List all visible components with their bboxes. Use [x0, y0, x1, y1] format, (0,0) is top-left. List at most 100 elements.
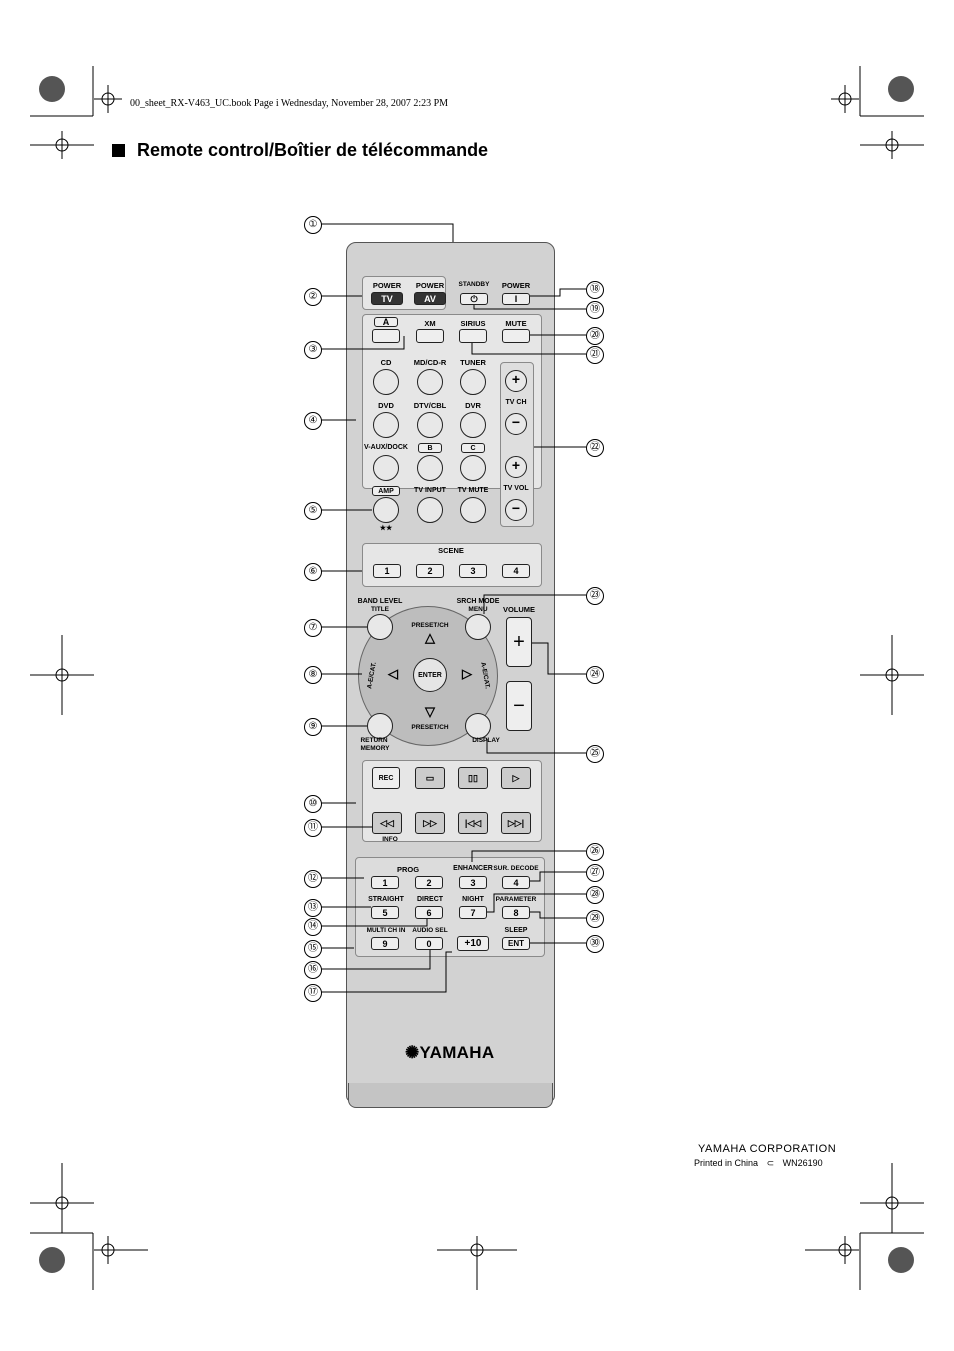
- rewind-button[interactable]: ◁◁: [372, 812, 402, 834]
- display-button[interactable]: [465, 713, 491, 739]
- callout-25: ㉕: [586, 745, 604, 763]
- return-button[interactable]: [367, 713, 393, 739]
- callout-3: ③: [304, 341, 322, 359]
- callout-7: ⑦: [304, 619, 322, 637]
- tv-vol-minus-icon: −: [511, 500, 521, 516]
- power-tv-label: POWER: [372, 281, 402, 290]
- memory-label: MEMORY: [360, 745, 390, 752]
- ent-button[interactable]: ENT: [502, 937, 530, 950]
- dtvcbl-button[interactable]: [417, 412, 443, 438]
- tv-ch-minus-button[interactable]: [505, 413, 527, 435]
- callout-12: ⑫: [304, 870, 322, 888]
- mute-button[interactable]: [502, 329, 530, 343]
- sur-decode-label: SUR. DECODE: [493, 865, 539, 872]
- tv-input-button[interactable]: [417, 497, 443, 523]
- tv-vol-plus-button[interactable]: [505, 456, 527, 478]
- tv-vol-minus-button[interactable]: [505, 499, 527, 521]
- num-7-button[interactable]: 7: [459, 906, 487, 919]
- power-av-button[interactable]: AV: [414, 292, 446, 305]
- callout-2: ②: [304, 288, 322, 306]
- dvr-label: DVR: [465, 401, 481, 410]
- num-8-button[interactable]: 8: [502, 906, 530, 919]
- callout-18: ⑱: [586, 281, 604, 299]
- dvd-button[interactable]: [373, 412, 399, 438]
- enter-button[interactable]: ENTER: [413, 658, 447, 692]
- standby-label: STANDBY: [458, 281, 490, 288]
- volume-up-button[interactable]: +: [506, 617, 532, 667]
- recycle-icon: ⊂: [766, 1158, 775, 1168]
- num-9-button[interactable]: 9: [371, 937, 399, 950]
- scene-1-button[interactable]: 1: [373, 564, 401, 578]
- vaux-label: V-AUX/DOCK: [364, 444, 408, 451]
- callout-24: ㉔: [586, 666, 604, 684]
- tv-mute-button[interactable]: [460, 497, 486, 523]
- band-level-label: BAND LEVEL: [357, 598, 403, 605]
- xm-button[interactable]: [416, 329, 444, 343]
- num-2-button[interactable]: 2: [415, 876, 443, 889]
- c-button[interactable]: [460, 455, 486, 481]
- srch-mode-button[interactable]: [465, 614, 491, 640]
- skip-back-button[interactable]: |◁◁: [458, 812, 488, 834]
- volume-down-button[interactable]: −: [506, 681, 532, 731]
- down-arrow-icon: ▽: [425, 704, 435, 719]
- vaux-button[interactable]: [373, 455, 399, 481]
- callout-23: ㉓: [586, 587, 604, 605]
- xm-label: XM: [424, 319, 436, 328]
- yamaha-logo: ✺YAMAHA: [405, 1043, 495, 1062]
- print-header: 00_sheet_RX-V463_UC.book Page i Wednesda…: [130, 98, 449, 109]
- callout-11: ⑪: [304, 819, 322, 837]
- num-3-button[interactable]: 3: [459, 876, 487, 889]
- power-label: POWER: [501, 281, 531, 290]
- tv-ch-minus-icon: −: [511, 414, 521, 430]
- power-button[interactable]: I: [502, 293, 530, 305]
- amp-stars: ★★: [379, 525, 393, 532]
- plus10-button[interactable]: +10: [457, 936, 489, 951]
- footer-corporation: YAMAHA CORPORATION: [698, 1143, 837, 1155]
- num-1-button[interactable]: 1: [371, 876, 399, 889]
- callout-30: ㉚: [586, 935, 604, 953]
- power-tv-button[interactable]: TV: [371, 292, 403, 305]
- scene-label: SCENE: [438, 546, 464, 555]
- page-title: Remote control/Boîtier de télécommande: [112, 140, 488, 161]
- scene-4-button[interactable]: 4: [502, 564, 530, 578]
- mute-label: MUTE: [505, 319, 527, 328]
- stop-button[interactable]: ▭: [415, 767, 445, 789]
- menu-label: MENU: [468, 606, 488, 613]
- a-key[interactable]: [372, 329, 400, 343]
- standby-button[interactable]: ⏻: [460, 293, 488, 305]
- scene-2-button[interactable]: 2: [416, 564, 444, 578]
- rec-button[interactable]: REC: [372, 767, 400, 789]
- tuner-label: TUNER: [460, 358, 486, 367]
- callout-27: ㉗: [586, 864, 604, 882]
- num-5-button[interactable]: 5: [371, 906, 399, 919]
- sirius-button[interactable]: [459, 329, 487, 343]
- skip-forward-button[interactable]: ▷▷|: [501, 812, 531, 834]
- fast-forward-button[interactable]: ▷▷: [415, 812, 445, 834]
- num-0-button[interactable]: 0: [415, 937, 443, 950]
- multi-ch-label: MULTI CH IN: [366, 927, 406, 934]
- cd-button[interactable]: [373, 369, 399, 395]
- tv-input-label: TV INPUT: [414, 487, 446, 494]
- amp-label: AMP: [372, 486, 400, 496]
- mdcdr-button[interactable]: [417, 369, 443, 395]
- amp-button[interactable]: [373, 497, 399, 523]
- scene-3-button[interactable]: 3: [459, 564, 487, 578]
- tuner-button[interactable]: [460, 369, 486, 395]
- dvr-button[interactable]: [460, 412, 486, 438]
- callout-21: ㉑: [586, 346, 604, 364]
- b-button[interactable]: [417, 455, 443, 481]
- pause-button[interactable]: ▯▯: [458, 767, 488, 789]
- band-level-button[interactable]: [367, 614, 393, 640]
- play-button[interactable]: ▷: [501, 767, 531, 789]
- callout-29: ㉙: [586, 910, 604, 928]
- title-text: Remote control/Boîtier de télécommande: [137, 140, 489, 160]
- a-button[interactable]: A: [374, 317, 398, 327]
- num-4-button[interactable]: 4: [502, 876, 530, 889]
- printed-in-label: Printed in China: [694, 1158, 759, 1168]
- dtvcbl-label: DTV/CBL: [413, 401, 447, 410]
- tv-ch-plus-button[interactable]: [505, 370, 527, 392]
- num-6-button[interactable]: 6: [415, 906, 443, 919]
- callout-10: ⑩: [304, 795, 322, 813]
- direct-label: DIRECT: [416, 896, 444, 903]
